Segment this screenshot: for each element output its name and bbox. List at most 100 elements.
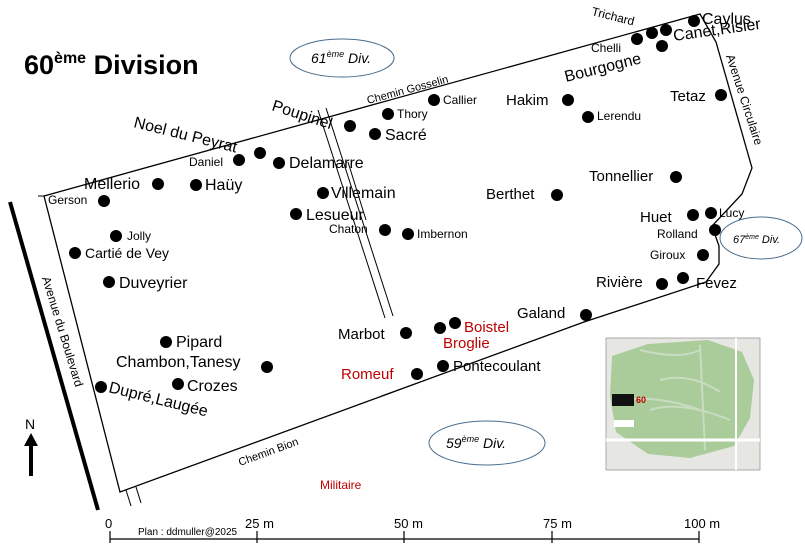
division-59-ellipse: [428, 420, 546, 466]
militaire-label: Militaire: [320, 478, 362, 492]
grave-label-lerendu: Lerendu: [597, 109, 641, 123]
grave-label-pipard: Pipard: [176, 334, 222, 351]
grave-dot: [709, 224, 721, 236]
grave-dot: [705, 207, 717, 219]
grave-dot: [160, 336, 172, 348]
grave-dot: [449, 317, 461, 329]
inset-locator-map: [605, 337, 761, 471]
grave-dot: [152, 178, 164, 190]
grave-label-duveyrier: Duveyrier: [119, 275, 188, 292]
grave-label-romeuf: Romeuf: [341, 366, 394, 383]
grave-dot: [98, 195, 110, 207]
path-line: [125, 489, 132, 507]
grave-label-bourgogne: Bourgogne: [563, 50, 643, 85]
title-num: 60: [24, 50, 54, 80]
grave-label-hakim: Hakim: [506, 92, 549, 109]
credit-label: Plan : ddmuller@2025: [138, 527, 238, 538]
grave-label-huet: Huet: [640, 209, 673, 226]
grave-dot: [172, 378, 184, 390]
grave-dot: [631, 33, 643, 45]
grave-label-broglie: Broglie: [443, 335, 490, 352]
grave-label-gerson: Gerson: [48, 193, 87, 207]
grave-label-hauy: Haüy: [205, 177, 242, 194]
division-67-label: 67ème Div.: [733, 234, 780, 246]
grave-dot: [402, 228, 414, 240]
grave-dot: [254, 147, 266, 159]
scale-bar: [109, 531, 700, 543]
grave-dot: [580, 309, 592, 321]
grave-label-tetaz: Tetaz: [670, 88, 706, 105]
grave-dot: [660, 24, 672, 36]
grave-label-sacre: Sacré: [385, 127, 427, 144]
grave-label-trichard: Trichard: [590, 4, 636, 28]
grave-label-noel-du-peyrat: Noel du Peyrat: [132, 114, 239, 156]
grave-label-chaton: Chaton: [329, 222, 368, 236]
grave-dot: [290, 208, 302, 220]
grave-label-chambon-tanesy: Chambon,Tanesy: [116, 354, 241, 371]
division-61-label: 61ème Div.: [311, 49, 371, 66]
grave-label-daniel: Daniel: [189, 155, 223, 169]
grave-dot: [369, 128, 381, 140]
grave-dot: [437, 360, 449, 372]
north-label: N: [25, 416, 35, 432]
path-line: [135, 486, 142, 504]
path-line: [317, 109, 386, 319]
grave-label-galand: Galand: [517, 305, 565, 322]
path-line: [325, 107, 394, 317]
grave-dot: [69, 247, 81, 259]
grave-dot: [646, 27, 658, 39]
title-rest: Division: [86, 50, 199, 80]
grave-dot: [697, 249, 709, 261]
grave-label-chelli: Chelli: [591, 41, 621, 55]
grave-dot: [317, 187, 329, 199]
grave-dot: [103, 276, 115, 288]
grave-dot: [190, 179, 202, 191]
grave-label-boistel: Boistel: [464, 319, 509, 336]
grave-label-marbot: Marbot: [338, 326, 386, 343]
page-title: 60ème Division: [24, 50, 199, 80]
path-line: [347, 161, 367, 221]
grave-label-mellerio: Mellerio: [84, 176, 140, 193]
grave-label-delamarre: Delamarre: [289, 155, 364, 172]
grave-label-poupinel: Poupinel: [270, 98, 334, 133]
scale-label-50: 50 m: [394, 516, 423, 531]
scale-label-75: 75 m: [543, 516, 572, 531]
grave-label-rolland: Rolland: [657, 227, 698, 241]
grave-label-cartie-de-vey: Cartié de Vey: [85, 245, 169, 261]
division-59-label: 59ème Div.: [446, 434, 506, 451]
grave-dot: [670, 171, 682, 183]
grave-label-lesueur: Lesueur: [306, 207, 364, 224]
grave-dot: [110, 230, 122, 242]
grave-dot: [382, 108, 394, 120]
grave-dot: [411, 368, 423, 380]
grave-label-riviere: Rivière: [596, 274, 643, 291]
grave-label-callier: Callier: [443, 93, 477, 107]
road-chemin-bion: Chemin Bion: [237, 436, 300, 469]
grave-dots: [69, 15, 727, 393]
scale-label-100: 100 m: [684, 516, 720, 531]
title-sup: ème: [54, 50, 86, 67]
grave-dot: [688, 15, 700, 27]
grave-dot: [715, 89, 727, 101]
grave-label-crozes: Crozes: [187, 378, 238, 395]
scale-label-25: 25 m: [245, 516, 274, 531]
division-outline: [43, 13, 753, 493]
grave-dot: [562, 94, 574, 106]
grave-dot: [434, 322, 446, 334]
grave-label-tonnellier: Tonnellier: [589, 168, 653, 185]
grave-dot: [233, 154, 245, 166]
grave-label-imbernon: Imbernon: [417, 227, 468, 241]
grave-dot: [344, 120, 356, 132]
grave-dot: [656, 278, 668, 290]
boulevard-line: [8, 201, 100, 511]
grave-dot: [95, 381, 107, 393]
grave-label-berthet: Berthet: [486, 186, 535, 203]
grave-label-thory: Thory: [397, 107, 428, 121]
grave-dot: [687, 209, 699, 221]
grave-dot: [261, 361, 273, 373]
grave-label-jolly: Jolly: [127, 229, 151, 243]
road-avenue-circulaire: Avenue Circulaire: [723, 53, 766, 148]
grave-dot: [273, 157, 285, 169]
